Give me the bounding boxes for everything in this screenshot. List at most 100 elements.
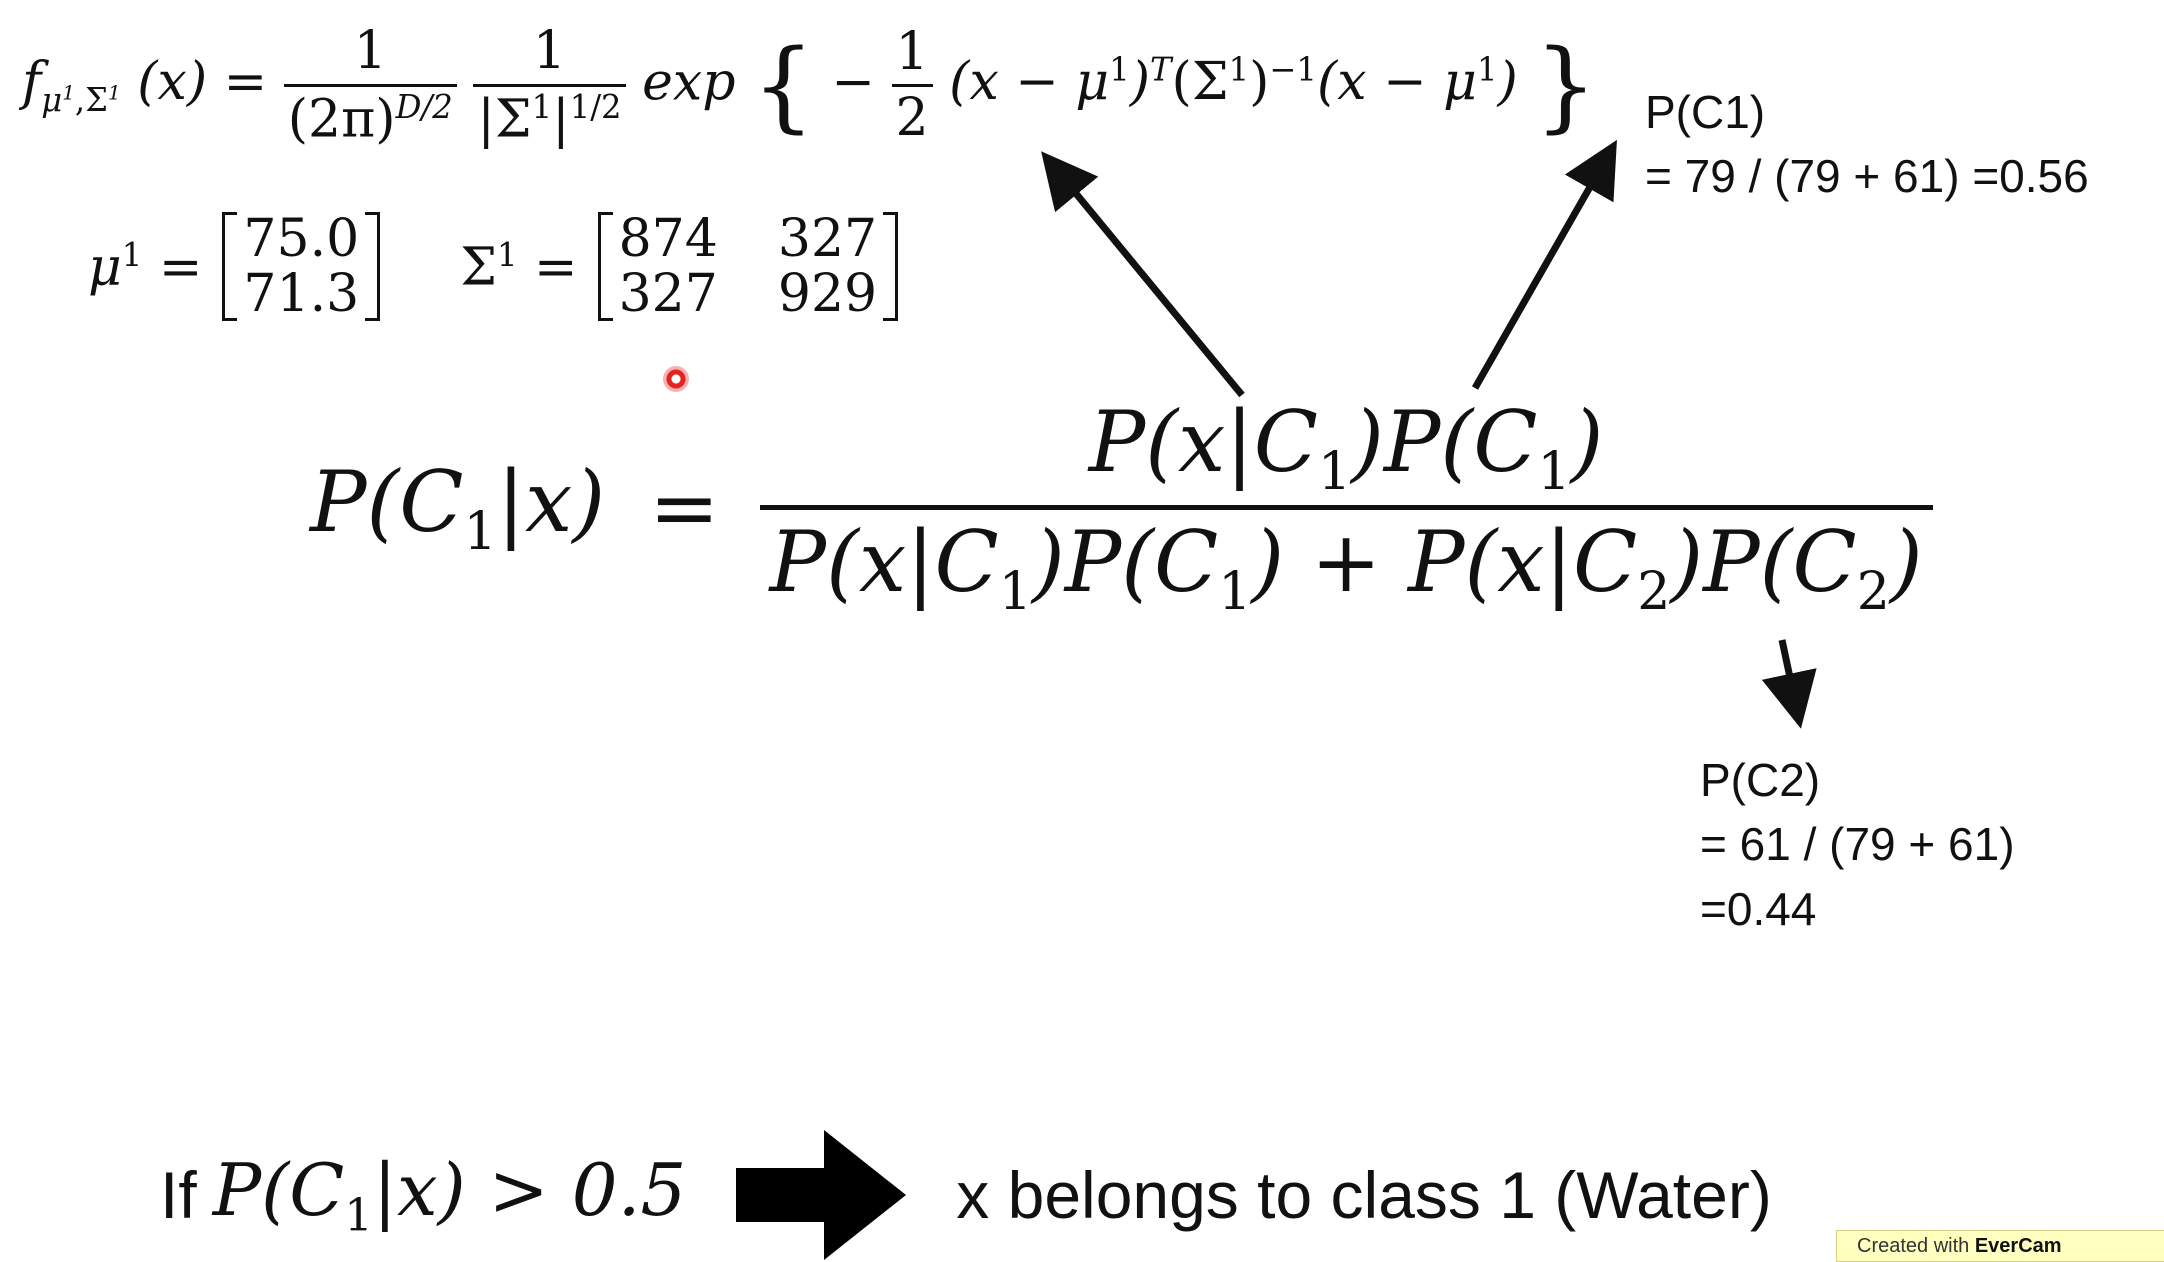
posterior-lhs: P(C1|x) — [310, 453, 605, 562]
frac1-den-sup: D/2 — [395, 87, 453, 126]
quad-part3: (Σ — [1171, 52, 1229, 113]
cond-b: |x) > 0.5 — [372, 1148, 687, 1233]
quad-sup1: 1 — [1109, 51, 1130, 90]
normalizer-fraction-2: 1 |Σ1|1/2 — [473, 21, 626, 150]
parameter-matrices: μ1 = 75.0 71.3 Σ1 = 874 327 327 929 — [88, 212, 899, 322]
brace-close: } — [1534, 28, 1598, 144]
bayes-fraction: P(x|C1)P(C1) P(x|C1)P(C1) + P(x|C2)P(C2) — [759, 392, 1933, 624]
rule-condition: P(C1|x) > 0.5 — [213, 1148, 687, 1241]
half-numerator: 1 — [895, 21, 929, 82]
quad-part6: ) — [1497, 52, 1518, 113]
den-d: )P(C — [1670, 513, 1857, 612]
density-f: f — [22, 52, 42, 113]
arrow-to-pc1 — [1471, 139, 1617, 390]
den-sub3: 2 — [1637, 562, 1671, 623]
badge-brand: EverCam — [1974, 1235, 2062, 1257]
mu-right-bracket — [365, 212, 381, 322]
pc1-title: P(C1) — [1645, 86, 1766, 138]
pc2-value: =0.44 — [1700, 882, 1817, 935]
sub-mu: μ — [41, 80, 63, 119]
arrow-to-density — [1041, 151, 1245, 398]
num-b: )P(C — [1351, 393, 1538, 491]
mu-label: μ1 = — [88, 236, 202, 297]
den-e: ) — [1889, 513, 1923, 612]
equals-sign: = — [649, 458, 720, 557]
quad-part5: (x − μ — [1316, 52, 1477, 113]
quad-sup4: −1 — [1269, 51, 1317, 90]
quad-part2: ) — [1129, 52, 1151, 113]
frac2-numerator: 1 — [532, 21, 566, 81]
density-lhs: fμ1,Σ1 (x) = — [22, 52, 284, 118]
sigma-entry: 874 — [618, 209, 718, 269]
decision-rule: If P(C1|x) > 0.5 x belongs to class 1 (W… — [160, 1130, 1772, 1260]
mu-eq: = — [158, 237, 203, 298]
frac1-bar — [283, 83, 457, 87]
density-subscript: μ1,Σ1 — [41, 80, 121, 119]
cond-a: P(C — [212, 1148, 345, 1233]
bayes-fraction-bar — [759, 505, 1933, 511]
half-fraction: 1 2 — [891, 21, 933, 150]
if-word: If — [160, 1158, 197, 1232]
sigma-matrix: 874 327 327 929 — [597, 212, 899, 322]
lhs-sub: 1 — [463, 502, 497, 563]
sigma-symbol: Σ — [460, 237, 497, 298]
arrow-to-pc2 — [1761, 639, 1817, 729]
frac2-den-bar: | — [552, 89, 570, 150]
bayes-denominator: P(x|C1)P(C1) + P(x|C2)P(C2) — [760, 512, 1933, 623]
num-sub1: 1 — [1318, 441, 1352, 502]
density-arg: (x) = — [137, 52, 268, 113]
mu-vector: 75.0 71.3 — [222, 212, 381, 322]
rule-conclusion: x belongs to class 1 (Water) — [956, 1158, 1772, 1232]
sigma-right-bracket — [883, 212, 899, 322]
sigma-sup: 1 — [496, 235, 518, 274]
frac1-numerator: 1 — [353, 21, 387, 81]
cursor-marker — [663, 366, 689, 392]
den-sub1: 1 — [998, 562, 1032, 623]
quadratic-form: (x − μ1)T(Σ1)−1(x − μ1) — [949, 51, 1518, 113]
num-a: P(x|C — [1088, 393, 1318, 491]
quad-part1: (x − μ — [949, 52, 1110, 113]
frac1-denominator: (2π)D/2 — [284, 87, 457, 150]
normalizer-fraction-1: 1 (2π)D/2 — [283, 21, 457, 150]
num-c: ) — [1570, 393, 1604, 491]
sigma-entry: 327 — [618, 263, 718, 324]
den-sub2: 1 — [1218, 562, 1252, 623]
den-sub4: 2 — [1856, 562, 1890, 623]
quad-sup3: 1 — [1228, 51, 1250, 90]
mu-sup: 1 — [121, 235, 143, 274]
sigma-entries: 874 327 327 929 — [613, 212, 884, 321]
exp-word: exp — [642, 52, 736, 113]
frac2-den-base: |Σ — [477, 89, 532, 150]
gaussian-density-formula: fμ1,Σ1 (x) = 1 (2π)D/2 1 |Σ1|1/2 exp { −… — [22, 21, 1598, 152]
watermark-badge: Created with EverCam — [1836, 1230, 2164, 1262]
sigma-entry: 327 — [777, 209, 878, 269]
sigma-left-bracket — [597, 212, 613, 322]
sigma-eq: = — [534, 237, 578, 298]
sigma-entry: 929 — [777, 263, 878, 324]
half-bar — [891, 84, 933, 88]
quad-part4: ) — [1249, 52, 1270, 113]
sub-mu-sup: 1 — [62, 80, 75, 105]
bayes-formula: P(C1|x) = P(x|C1)P(C1) P(x|C1)P(C1) + P(… — [310, 392, 1933, 624]
frac2-den-sup1: 1 — [531, 87, 553, 126]
pc1-value: = 79 / (79 + 61) =0.56 — [1645, 150, 2089, 203]
mu-left-bracket — [222, 212, 238, 322]
pc2-title: P(C2) — [1700, 754, 1821, 806]
mu-entries: 75.0 71.3 — [237, 212, 365, 321]
sub-sigma-sup: 1 — [107, 80, 121, 105]
pc1-note: P(C1) = 79 / (79 + 61) =0.56 — [1645, 80, 2089, 209]
mu-entry: 71.3 — [243, 263, 360, 324]
sub-sigma: ,Σ — [74, 80, 108, 119]
quad-sup5: 1 — [1476, 51, 1498, 90]
frac2-den-sup2: 1/2 — [569, 87, 622, 126]
minus-sign: − — [831, 52, 875, 113]
num-sub2: 1 — [1537, 441, 1571, 502]
den-a: P(x|C — [769, 513, 999, 612]
sigma-label: Σ1 = — [460, 236, 577, 297]
den-b: )P(C — [1031, 513, 1219, 612]
pc2-note: P(C2) = 61 / (79 + 61) =0.44 — [1700, 748, 2015, 941]
badge-prefix: Created with — [1857, 1235, 1970, 1257]
pc2-expression: = 61 / (79 + 61) — [1700, 818, 2015, 871]
right-block-arrow-icon — [736, 1130, 907, 1260]
